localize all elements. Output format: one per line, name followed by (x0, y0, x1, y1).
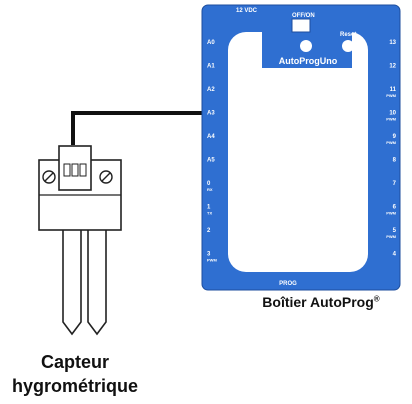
sensor-screw-left-slot (44, 172, 54, 182)
right-pin-11: 11 (390, 87, 397, 93)
box-caption-text: Boîtier AutoProg (262, 294, 374, 310)
sensor-prong-right (87, 224, 107, 336)
moisture-sensor (38, 145, 122, 336)
sensor-connector-pin-2 (71, 163, 79, 177)
right-pin-9-sub: PWM (386, 140, 396, 145)
box-caption: Boîtier AutoProg® (230, 294, 412, 310)
left-pin-2: 2 (207, 228, 211, 234)
right-pin-10: 10 (389, 111, 396, 117)
sensor-caption-line-2: hygrométrique (11, 376, 139, 396)
sensor-connector-pin-3 (79, 163, 87, 177)
registered-mark: ® (373, 294, 380, 304)
right-pin-5: 5 (393, 228, 397, 234)
sensor-prong-left (62, 224, 82, 336)
prog-label: PROG (279, 281, 297, 287)
left-pin-3: 3 (207, 252, 211, 258)
right-pin-7: 7 (393, 181, 397, 187)
left-pin-A0: A0 (207, 40, 215, 46)
left-pin-A5: A5 (207, 158, 215, 164)
sensor-caption-line-1: Capteur (40, 352, 109, 372)
power-label: 12 VDC (236, 8, 258, 14)
left-pin-3-sub: PWM (207, 258, 217, 263)
power-button (300, 40, 312, 52)
box-window (228, 32, 368, 272)
reset-button (342, 40, 354, 52)
right-pin-12: 12 (389, 64, 396, 70)
left-pin-A4: A4 (207, 134, 215, 140)
right-pin-6: 6 (393, 205, 397, 211)
right-pin-4: 4 (393, 252, 397, 258)
right-pin-8: 8 (393, 158, 397, 164)
left-pin-1-sub: TX (207, 211, 212, 216)
brand-label: AutoProgUno (279, 56, 338, 66)
left-pin-0: 0 (207, 181, 211, 187)
right-pin-6-sub: PWM (386, 211, 396, 216)
left-pin-A3: A3 (207, 111, 215, 117)
right-pin-10-sub: PWM (386, 117, 396, 122)
left-pin-A2: A2 (207, 87, 215, 93)
right-pin-11-sub: PWM (386, 93, 396, 98)
sensor-wire (71, 111, 212, 145)
autoprog-box: 12 VDC OFF/ON Reset AutoProgUno PROG A0A… (201, 4, 401, 291)
left-pin-1: 1 (207, 205, 211, 211)
sensor-connector-pin-1 (63, 163, 71, 177)
reset-label: Reset (340, 32, 356, 38)
sensor-screw-right-slot (101, 172, 111, 182)
power-switch (291, 18, 311, 33)
left-pin-A1: A1 (207, 64, 215, 70)
right-pin-9: 9 (393, 134, 397, 140)
right-pin-5-sub: PWM (386, 234, 396, 239)
switch-label: OFF/ON (292, 13, 315, 19)
right-pin-13: 13 (389, 40, 396, 46)
left-pin-0-sub: RX (207, 187, 213, 192)
